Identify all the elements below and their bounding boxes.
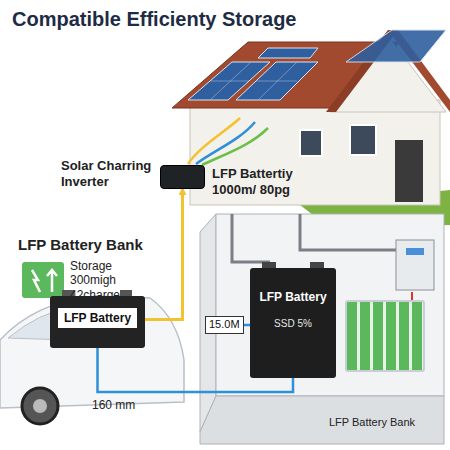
door [395, 140, 423, 202]
battery-spec: SSD 5% [256, 318, 330, 329]
energy-line [202, 128, 268, 165]
car-battery: LFP Battery [50, 296, 145, 348]
energy-line [188, 118, 240, 164]
window [300, 130, 322, 156]
panel-heading: LFP Battery Bank [18, 236, 162, 253]
room-floor [200, 396, 444, 444]
spec-label: LFP Battertiy 1000m/ 80pg [212, 166, 320, 197]
storage-icon [22, 262, 64, 298]
car-wheel [22, 388, 58, 424]
connector [145, 189, 183, 319]
bank-label: LFP Battery Bank [329, 416, 415, 428]
solar-panel [258, 48, 318, 58]
up-arrow-symbol [47, 270, 57, 292]
inverter-label: Solar Charring Inverter [61, 158, 155, 189]
wire [411, 292, 413, 300]
panel-tag [406, 248, 424, 255]
room-battery: LFP BatterySSD 5% [250, 268, 336, 378]
electrical-panel [396, 240, 434, 290]
callout-number: 15.0M [209, 318, 240, 330]
battery-label: LFP Battery [58, 308, 137, 328]
house-wall [190, 100, 440, 205]
inverter-box: Solar Charring Inverter [160, 165, 205, 189]
car-hub [33, 399, 47, 413]
storage-panel: LFP Battery BankStorage 300migh 42charge [18, 236, 162, 302]
battery-label: LFP Battery [256, 290, 330, 304]
bolt-symbol [32, 270, 40, 292]
panel-grid [210, 62, 297, 100]
solar-panel [346, 30, 446, 62]
title: Compatible Efficienty Storage [12, 8, 297, 31]
conduit [232, 214, 270, 262]
dimension-label: 160 mm [92, 398, 135, 412]
room-back-wall [216, 214, 444, 396]
conduit [300, 214, 400, 250]
window [350, 125, 376, 155]
callout-box: 15.0M [205, 316, 244, 334]
battery-bank: LFP Battery Bank [345, 300, 425, 372]
